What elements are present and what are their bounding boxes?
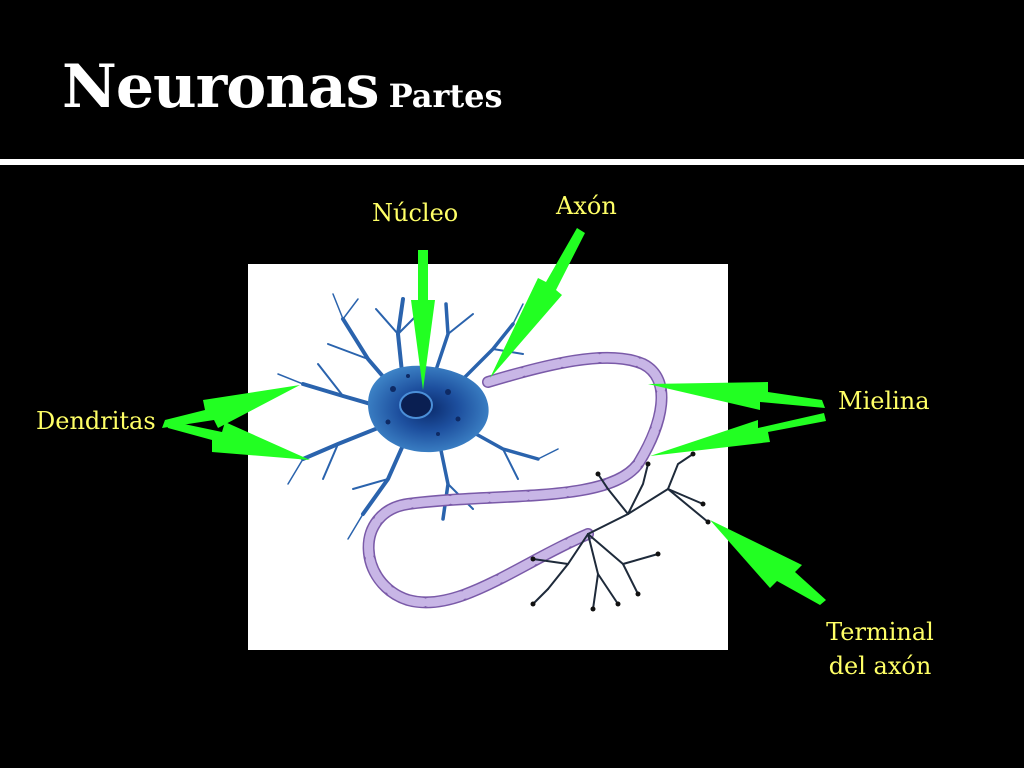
label-nucleo: Núcleo [372,199,459,227]
arrow-mielina-upper [648,382,825,410]
dendrites [277,293,559,540]
label-terminal-axon: Terminal del axón [816,615,944,683]
neuron-drawing [277,293,711,612]
label-terminal-line2: del axón [828,652,932,680]
title-divider [0,159,1024,165]
label-dendritas: Dendritas [36,407,156,435]
axon-terminal [532,453,709,610]
arrow-dendritas-upper [162,385,300,428]
label-mielina: Mielina [838,387,930,415]
title-main: Neuronas [62,52,380,122]
arrow-mielina-lower [650,413,826,456]
nucleus [399,391,433,419]
label-axon: Axón [556,192,617,220]
arrow-dendritas-lower [165,420,310,460]
arrow-terminal [710,520,826,605]
neuron-illustration [248,264,728,650]
terminal-buttons [530,451,711,612]
myelin-sheath [364,353,666,607]
title-sub: Partes [388,77,503,115]
arrow-axon [490,228,585,378]
label-terminal-line1: Terminal [826,618,934,646]
organelles [385,374,461,436]
arrow-nucleo [411,250,435,390]
